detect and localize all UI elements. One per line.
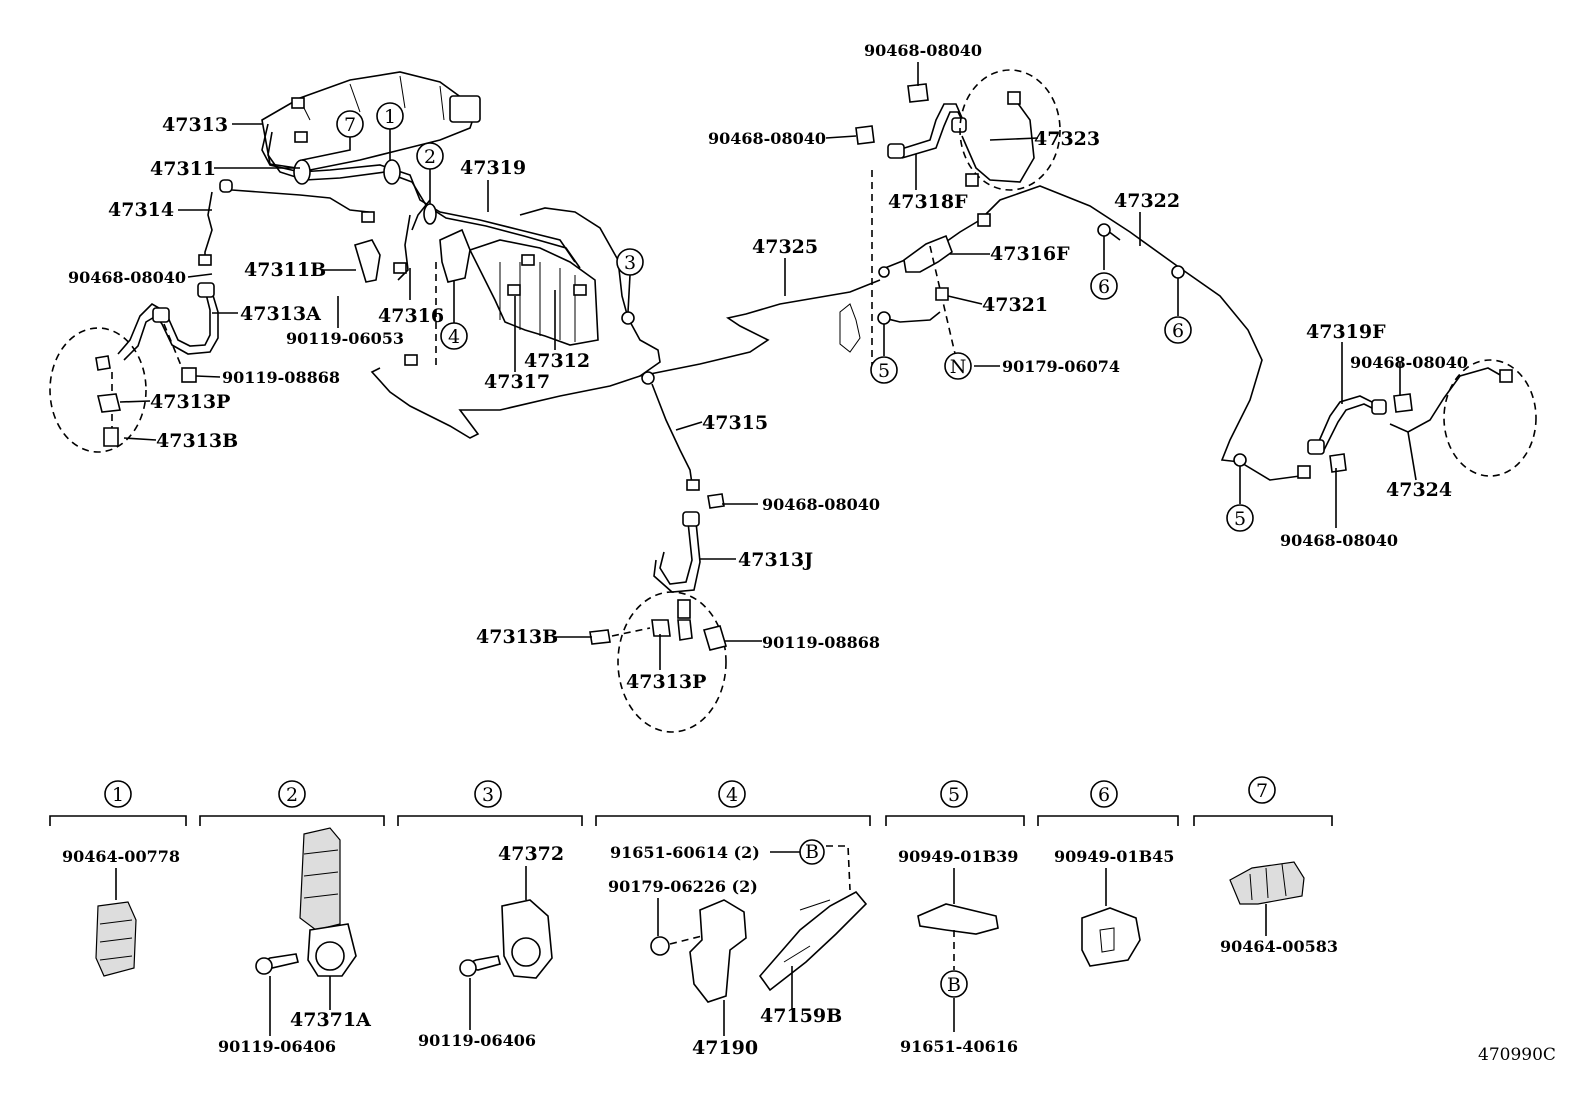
svg-text:5: 5 [1234,508,1246,530]
callout-47312: 47312 [524,350,590,372]
front-right-hose-detail [855,69,1061,191]
svg-text:6: 6 [1172,320,1184,342]
rear-lines-right [839,170,1301,481]
callout-90119-06053: 90119-06053 [286,329,404,348]
callout-90468-08040-mid: 90468-08040 [762,495,880,514]
front-left-hose-detail [49,282,219,453]
svg-text:90179-06226 (2): 90179-06226 (2) [608,877,758,896]
document-id: 470990C [1478,1045,1556,1065]
svg-text:7: 7 [344,114,356,136]
svg-text:6: 6 [1098,276,1110,298]
circle-marker-3: 3 [616,248,644,313]
callout-47316: 47316 [378,305,444,327]
callout-47313j: 47313J [738,549,813,571]
rear-right-hose-detail [1297,359,1537,479]
detail-group-4: 4 91651-60614 (2) B 90179-06226 (2) 4715… [595,780,871,1059]
svg-text:4: 4 [448,326,460,348]
svg-text:90949-01B39: 90949-01B39 [898,847,1018,866]
svg-text:4: 4 [726,784,738,806]
callout-90119-08868-left: 90119-08868 [222,368,340,387]
svg-text:2: 2 [286,784,298,806]
svg-text:47159B: 47159B [760,1005,842,1027]
svg-text:91651-60614 (2): 91651-60614 (2) [610,843,760,862]
circle-markers: 1 2 3 4 5 5 6 [301,102,1254,532]
part-number-callouts: 47313 47311 47314 90468-08040 47311B 473… [68,41,1468,693]
callout-47322: 47322 [1114,190,1180,212]
callout-47323: 47323 [1034,128,1100,150]
svg-text:6: 6 [1098,784,1110,806]
callout-90468-08040-right1: 90468-08040 [1350,353,1468,372]
line-junction-dots [621,223,1247,467]
callout-47313b-left: 47313B [156,430,238,452]
callout-47318f: 47318F [888,191,968,213]
callout-47313b-mid: 47313B [476,626,558,648]
svg-text:1: 1 [384,106,396,128]
valve-bracket-assembly [354,228,599,346]
svg-text:90119-06406: 90119-06406 [418,1031,536,1050]
circle-marker-6a: 6 [1090,272,1118,300]
circle-marker-5a: 5 [870,356,898,384]
svg-text:B: B [805,841,819,863]
circle-marker-1: 1 [376,102,404,160]
circle-marker-6b: 6 [1164,316,1192,344]
svg-text:1: 1 [112,784,124,806]
svg-text:2: 2 [424,146,436,168]
callout-90468-08040-left: 90468-08040 [68,268,186,287]
svg-text:7: 7 [1256,780,1268,802]
callout-90119-08868-mid: 90119-08868 [762,633,880,652]
svg-text:5: 5 [878,360,890,382]
leader-lines [119,62,1417,670]
svg-text:90949-01B45: 90949-01B45 [1054,847,1174,866]
rear-hose-center [589,383,728,733]
callout-47317: 47317 [484,371,550,393]
callout-90468-08040-top2: 90468-08040 [708,129,826,148]
callout-47325: 47325 [752,236,818,258]
callout-47315: 47315 [702,412,768,434]
callout-47324: 47324 [1386,479,1452,501]
svg-text:91651-40616: 91651-40616 [900,1037,1018,1056]
svg-text:47190: 47190 [692,1037,758,1059]
callout-47319f: 47319F [1306,321,1386,343]
detail-group-2: 2 47371A 90119-06406 [199,780,385,1056]
callout-47311b: 47311B [244,259,326,281]
callout-47321: 47321 [982,294,1048,316]
callout-90468-08040-top1: 90468-08040 [864,41,982,60]
callout-47313a: 47313A [240,303,321,325]
tube-nuts [198,97,587,366]
svg-text:5: 5 [948,784,960,806]
svg-text:90119-06406: 90119-06406 [218,1037,336,1056]
callout-47313: 47313 [162,114,228,136]
circle-marker-2: 2 [416,142,444,204]
callout-90468-08040-right2: 90468-08040 [1280,531,1398,550]
callout-47313p-mid: 47313P [626,671,706,693]
detail-group-5: 5 90949-01B39 B 91651-40616 [885,780,1025,1056]
circle-marker-n: N [944,352,972,380]
master-cylinder-assembly [261,71,481,171]
circle-marker-4: 4 [435,262,468,370]
svg-text:90464-00583: 90464-00583 [1220,937,1338,956]
svg-text:47371A: 47371A [290,1009,371,1031]
frame-crossmember [370,279,881,439]
svg-text:N: N [950,356,967,378]
svg-text:47372: 47372 [498,843,564,865]
detail-group-6: 6 90949-01B45 [1037,780,1179,967]
detail-group-3: 3 47372 90119-06406 [397,780,583,1050]
svg-text:3: 3 [482,784,494,806]
callout-90179-06074: 90179-06074 [1002,357,1120,376]
svg-text:B: B [947,974,961,996]
svg-text:3: 3 [624,252,636,274]
callout-47316f: 47316F [990,243,1070,265]
detail-group-7: 7 90464-00583 [1193,776,1338,956]
circle-marker-5b: 5 [1226,504,1254,532]
callout-47314: 47314 [108,199,174,221]
detail-group-1: 1 90464-00778 [49,780,187,977]
callout-47319: 47319 [460,157,526,179]
callout-47313p-left: 47313P [150,391,230,413]
circle-marker-7: 7 [301,110,364,161]
svg-text:90464-00778: 90464-00778 [62,847,180,866]
callout-47311: 47311 [150,158,216,180]
